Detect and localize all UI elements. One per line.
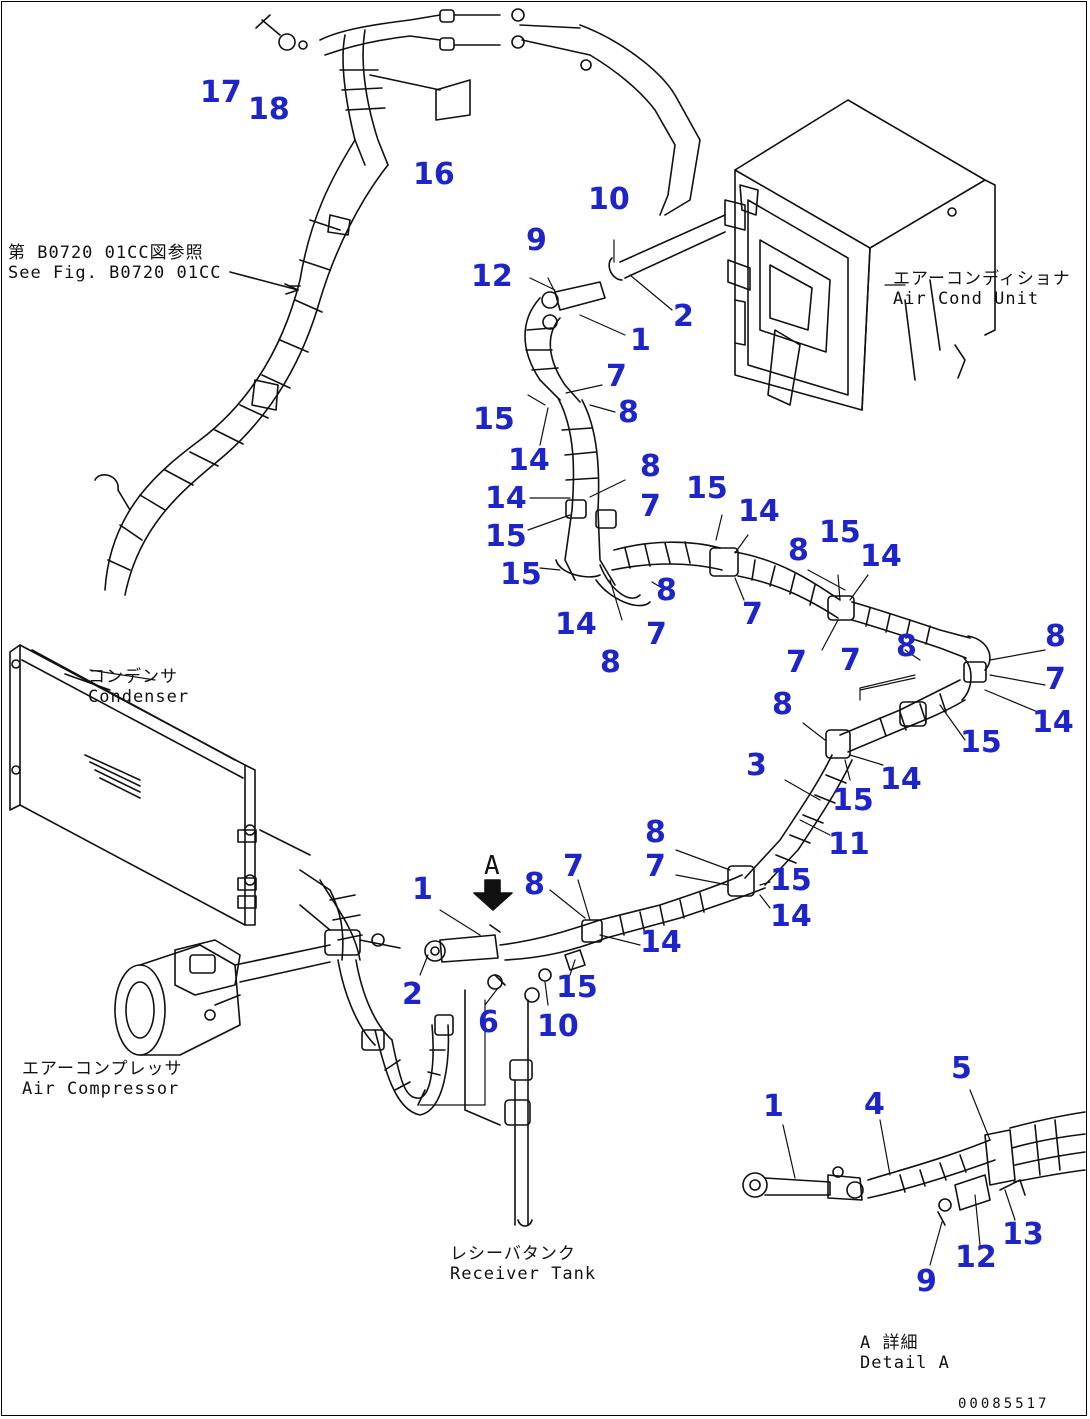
air-conditioner-unit xyxy=(724,99,996,411)
callout-8: 8 xyxy=(524,867,545,902)
condenser xyxy=(9,644,257,926)
callout-12: 12 xyxy=(955,1240,997,1275)
callout-7: 7 xyxy=(645,849,666,884)
callout-7: 7 xyxy=(606,359,627,394)
callout-15: 15 xyxy=(500,557,542,592)
callout-11: 11 xyxy=(828,827,870,862)
callout-14: 14 xyxy=(770,899,812,934)
callout-8: 8 xyxy=(788,533,809,568)
callout-14: 14 xyxy=(640,925,682,960)
callout-14: 14 xyxy=(508,443,550,478)
callout-7: 7 xyxy=(640,489,661,524)
drawing-code: 00085517 xyxy=(958,1396,1050,1412)
callout-16: 16 xyxy=(413,157,455,192)
condenser-label: コンデンサ Condenser xyxy=(88,667,190,707)
callout-15: 15 xyxy=(556,970,598,1005)
central-hose-assembly xyxy=(424,214,991,1003)
receiver-tank xyxy=(464,989,533,1227)
callout-2: 2 xyxy=(673,299,694,334)
air-cond-unit-label: エアーコンディショナ Air Cond Unit xyxy=(893,269,1071,309)
label-leaders xyxy=(89,284,906,1106)
callout-15: 15 xyxy=(473,402,515,437)
callout-12: 12 xyxy=(471,259,513,294)
callout-6: 6 xyxy=(478,1005,499,1040)
callout-2: 2 xyxy=(402,977,423,1012)
callout-1: 1 xyxy=(630,323,651,358)
callout-14: 14 xyxy=(880,762,922,797)
condenser-compressor-lines xyxy=(259,829,454,1116)
top-hose-assembly xyxy=(255,8,701,216)
callout-1: 1 xyxy=(412,872,433,907)
callout-7: 7 xyxy=(563,849,584,884)
callout-13: 13 xyxy=(1002,1217,1044,1252)
callout-14: 14 xyxy=(485,481,527,516)
callout-5: 5 xyxy=(951,1051,972,1086)
callout-7: 7 xyxy=(786,645,807,680)
callout-15: 15 xyxy=(485,519,527,554)
callout-15: 15 xyxy=(832,783,874,818)
callout-15: 15 xyxy=(819,515,861,550)
view-arrow-label: A xyxy=(484,851,501,881)
callout-8: 8 xyxy=(618,395,639,430)
callout-18: 18 xyxy=(248,92,290,127)
leader-lines xyxy=(419,239,1046,1006)
view-arrow-a xyxy=(473,879,513,911)
callout-14: 14 xyxy=(738,494,780,529)
callout-8: 8 xyxy=(772,687,793,722)
callout-15: 15 xyxy=(770,863,812,898)
left-spiral-hose xyxy=(94,139,389,596)
receiver-tank-label: レシーバタンク Receiver Tank xyxy=(450,1244,597,1284)
callout-10: 10 xyxy=(537,1009,579,1044)
callout-8: 8 xyxy=(1045,619,1066,654)
callout-14: 14 xyxy=(555,607,597,642)
see-fig-label: 第 B0720 01CC図参照 See Fig. B0720 01CC xyxy=(8,243,222,283)
air-compressor xyxy=(114,939,331,1056)
callout-8: 8 xyxy=(640,449,661,484)
detail-a-leaders xyxy=(782,1089,1016,1266)
callout-15: 15 xyxy=(960,725,1002,760)
compressor-label: エアーコンプレッサ Air Compressor xyxy=(22,1059,183,1099)
callout-8: 8 xyxy=(600,645,621,680)
callout-8: 8 xyxy=(896,629,917,664)
callout-10: 10 xyxy=(588,182,630,217)
callout-9: 9 xyxy=(526,223,547,258)
callout-17: 17 xyxy=(200,75,242,110)
callout-4: 4 xyxy=(864,1087,885,1122)
detail-a-label: A 詳細 Detail A xyxy=(860,1333,950,1373)
callout-7: 7 xyxy=(646,617,667,652)
callout-15: 15 xyxy=(686,471,728,506)
callout-1: 1 xyxy=(763,1089,784,1124)
detail-a-assembly xyxy=(742,1111,1086,1226)
callout-8: 8 xyxy=(656,573,677,608)
callout-3: 3 xyxy=(746,748,767,783)
callout-14: 14 xyxy=(860,539,902,574)
callout-8: 8 xyxy=(645,815,666,850)
callout-9: 9 xyxy=(916,1264,937,1299)
callout-14: 14 xyxy=(1032,705,1074,740)
callout-7: 7 xyxy=(1045,662,1066,697)
callout-7: 7 xyxy=(742,597,763,632)
callout-7: 7 xyxy=(840,643,861,678)
